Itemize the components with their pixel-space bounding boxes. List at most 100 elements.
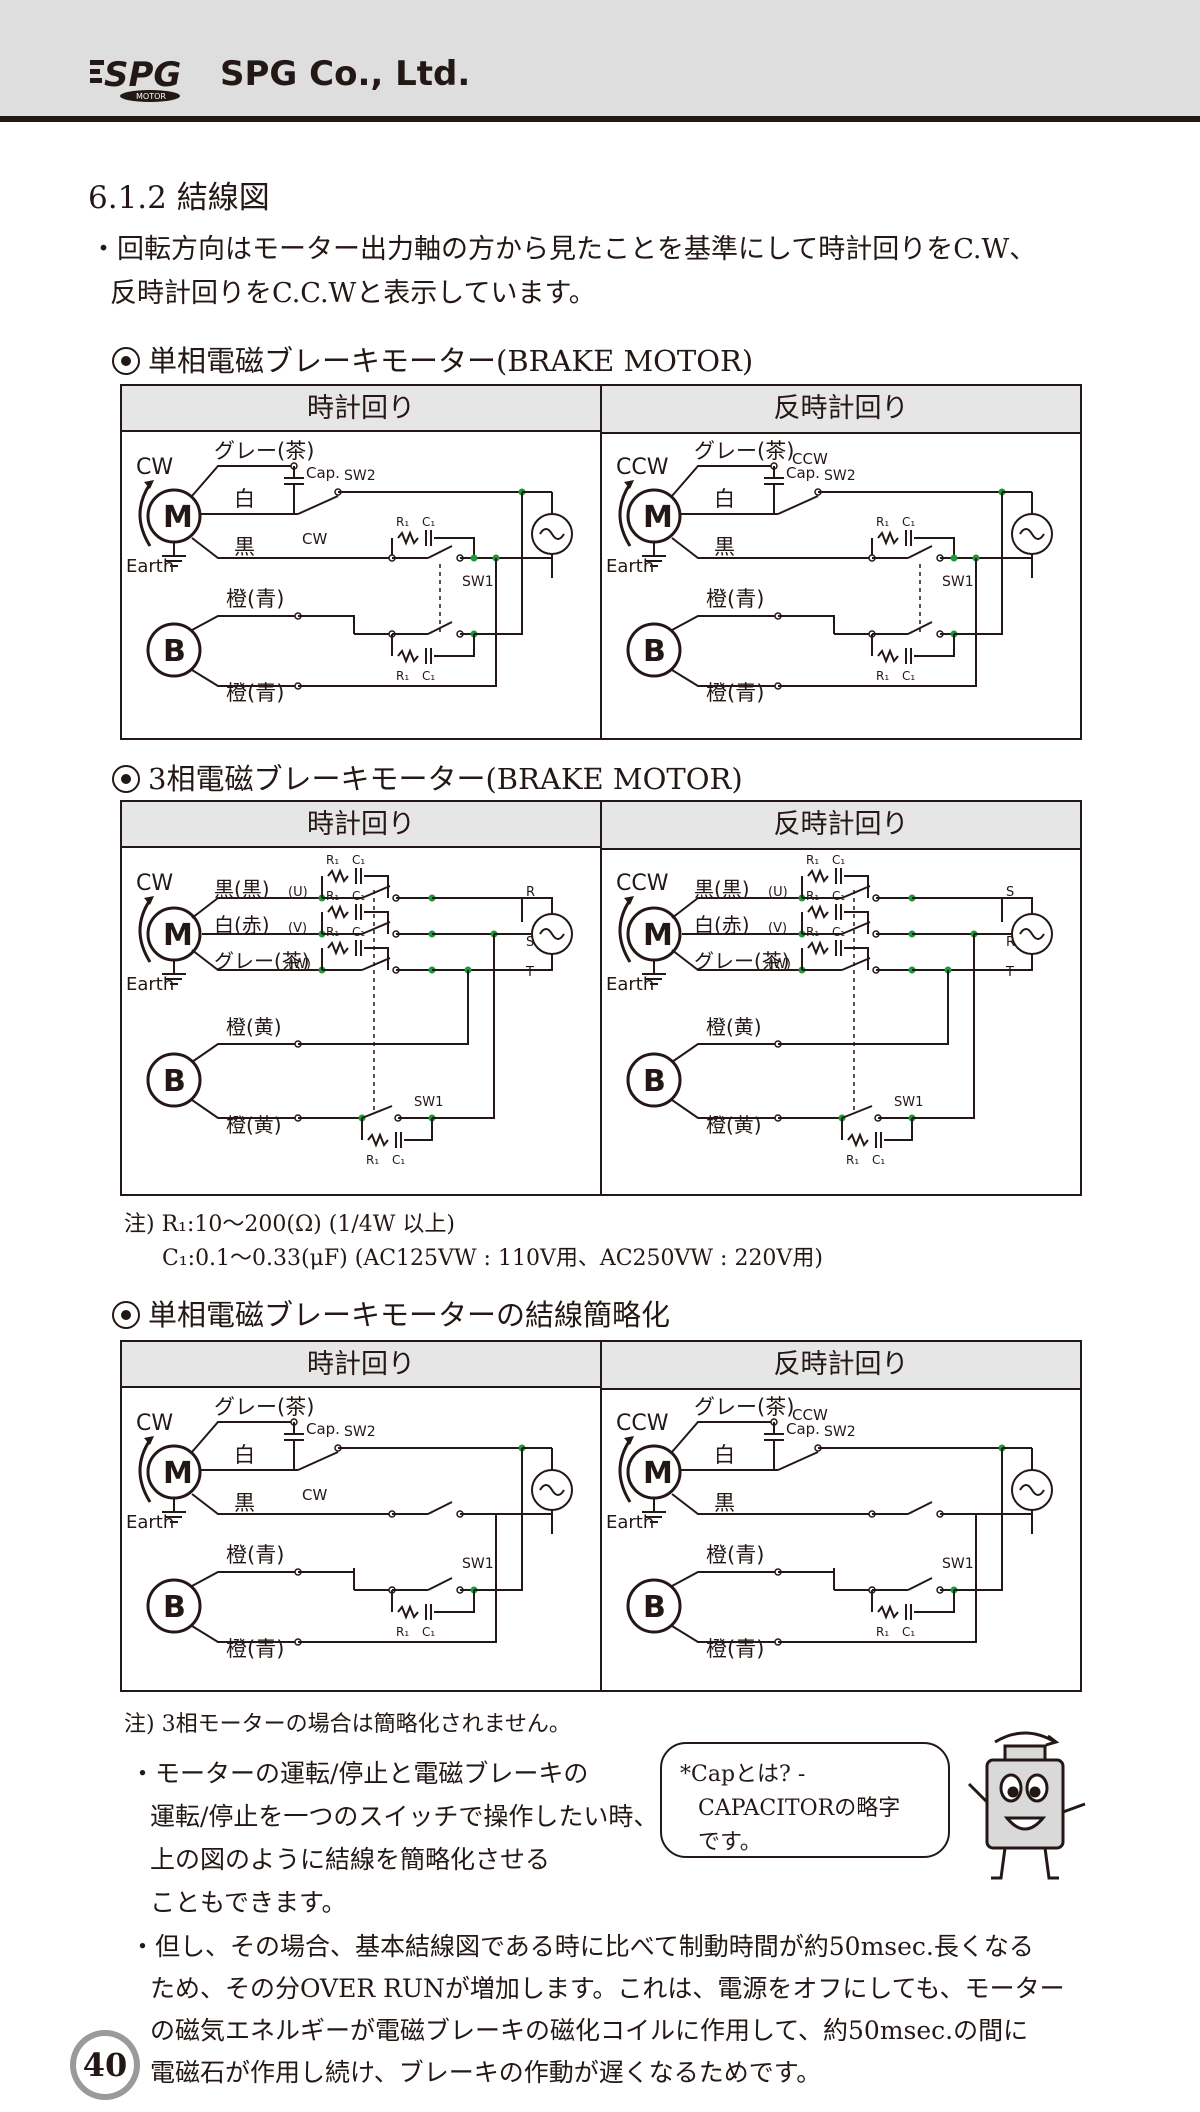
r1-label: R₁ (806, 853, 819, 867)
brake-label: B (643, 1590, 666, 1625)
wire-white-label: 白 (234, 487, 255, 511)
ac-wave (539, 928, 565, 940)
c1-label: C₁ (352, 889, 365, 903)
header-ccw: 反時計回り (602, 386, 1080, 434)
brake-label: B (643, 634, 666, 669)
cap-label: Cap. (786, 464, 820, 482)
c1-label: C₁ (832, 925, 845, 939)
c1-label: C₁ (832, 889, 845, 903)
direction-label: CCW (616, 871, 669, 896)
wire-black-label: 黒 (234, 535, 255, 559)
resistor-icon (847, 1132, 869, 1148)
resistor-icon (877, 530, 899, 546)
wire-orange-label: 橙(青) (706, 1543, 764, 1567)
wire-gray-label: グレー(茶) (694, 1395, 794, 1419)
r1-label: R₁ (396, 1625, 409, 1639)
cw-switch-label: CW (302, 1486, 327, 1504)
resistor-icon (327, 904, 349, 920)
section-heading-simplified: 単相電磁ブレーキモーターの結線簡略化 (112, 1292, 670, 1334)
sw1-label: SW1 (894, 1095, 923, 1110)
rotation-arrow-icon (138, 483, 152, 547)
r1-label: R₁ (806, 925, 819, 939)
wire-orange-label: 橙(青) (706, 1637, 764, 1661)
phase-label: R (526, 885, 535, 900)
resistor-icon (807, 940, 829, 956)
motor-label: M (643, 500, 673, 535)
resistor-icon (877, 648, 899, 664)
c1-label: C₁ (422, 669, 435, 683)
bullet-simplify: ・モーターの運転/停止と電磁ブレーキの 運転/停止を一つのスイッチで操作したい時… (130, 1759, 659, 1917)
wire-orange-label: 橙(青) (226, 587, 284, 611)
sw2-label: SW2 (344, 468, 376, 484)
wire-black-label: 黒 (714, 535, 735, 559)
c1-label: C₁ (902, 669, 915, 683)
junction-dot (950, 554, 958, 562)
header-cw: 時計回り (122, 802, 602, 848)
wire-white-label: 白 (714, 1443, 735, 1467)
wire-orange-label: 橙(青) (226, 681, 284, 705)
bullet-circle-icon (112, 347, 140, 375)
cap-label: Cap. (306, 464, 340, 482)
brake (626, 1052, 682, 1108)
wire-orange-label: 橙(黄) (226, 1015, 282, 1039)
ccw-switch-label: CCW (792, 1406, 828, 1424)
r1-label: R₁ (326, 889, 339, 903)
earth-label: Earth (126, 974, 174, 995)
sw2-label: SW2 (824, 468, 856, 484)
cap-speech-bubble: *Capとは? - CAPACITORの略字 です。 (660, 1742, 950, 1858)
resistor-icon (397, 530, 419, 546)
section-title: 6.1.2 結線図 (88, 180, 270, 216)
arrow-head (144, 480, 154, 489)
brake (146, 622, 202, 678)
arrow-head (624, 896, 634, 905)
resistor-icon (327, 868, 349, 884)
bullet-warning: ・但し、その場合、基本結線図である時に比べて制動時間が約50msec.長くなる … (130, 1932, 1065, 2087)
direction-label: CW (136, 455, 173, 480)
r1-label: R₁ (806, 889, 819, 903)
r1-label: R₁ (876, 1625, 889, 1639)
wire-orange-label: 橙(黄) (706, 1113, 762, 1137)
ac-wave (539, 528, 565, 540)
resistor-icon (397, 1604, 419, 1620)
motor-label: M (643, 918, 673, 953)
brake-label: B (163, 1064, 186, 1099)
ac-wave (1019, 528, 1045, 540)
intro-text: ・回転方向はモーター出力軸の方から見たことを基準にして時計回りをC.W、 反時計… (90, 234, 1037, 309)
c1-label: C₁ (352, 853, 365, 867)
brake-label: B (163, 634, 186, 669)
r1-label: R₁ (846, 1153, 859, 1167)
sw1-label: SW1 (414, 1095, 443, 1110)
r1-label: R₁ (876, 669, 889, 683)
page-number: 40 (70, 2030, 140, 2100)
terminal-u-label: (U) (768, 885, 788, 900)
sw2-label: SW2 (344, 1424, 376, 1440)
arrow-head (624, 1436, 634, 1445)
sw1-label: SW1 (942, 1556, 974, 1572)
cw-switch-label: CW (302, 530, 327, 548)
brake (626, 622, 682, 678)
wire-orange-label: 橙(黄) (706, 1015, 762, 1039)
rotation-arrow-icon (618, 483, 632, 547)
section-heading-single: 単相電磁ブレーキモーター(BRAKE MOTOR) (112, 338, 753, 380)
wire-orange-label: 橙(青) (706, 681, 764, 705)
terminal-u-label: (U) (288, 885, 308, 900)
c1-label: C₁ (902, 515, 915, 529)
r1-label: R₁ (396, 669, 409, 683)
wire-orange-label: 橙(青) (226, 1637, 284, 1661)
phase-label: S (526, 935, 534, 950)
earth-label: Earth (606, 974, 654, 995)
earth-label: Earth (606, 1512, 654, 1533)
cap-label: Cap. (786, 1420, 820, 1438)
phase-label: T (1005, 965, 1014, 980)
sw1-label: SW1 (462, 1556, 494, 1572)
cap-label: Cap. (306, 1420, 340, 1438)
c1-label: C₁ (902, 1625, 915, 1639)
direction-label: CW (136, 1411, 173, 1436)
rotation-arrow-icon (618, 899, 632, 963)
spg-logo: SPG MOTOR (90, 55, 181, 102)
direction-label: CCW (616, 1411, 669, 1436)
